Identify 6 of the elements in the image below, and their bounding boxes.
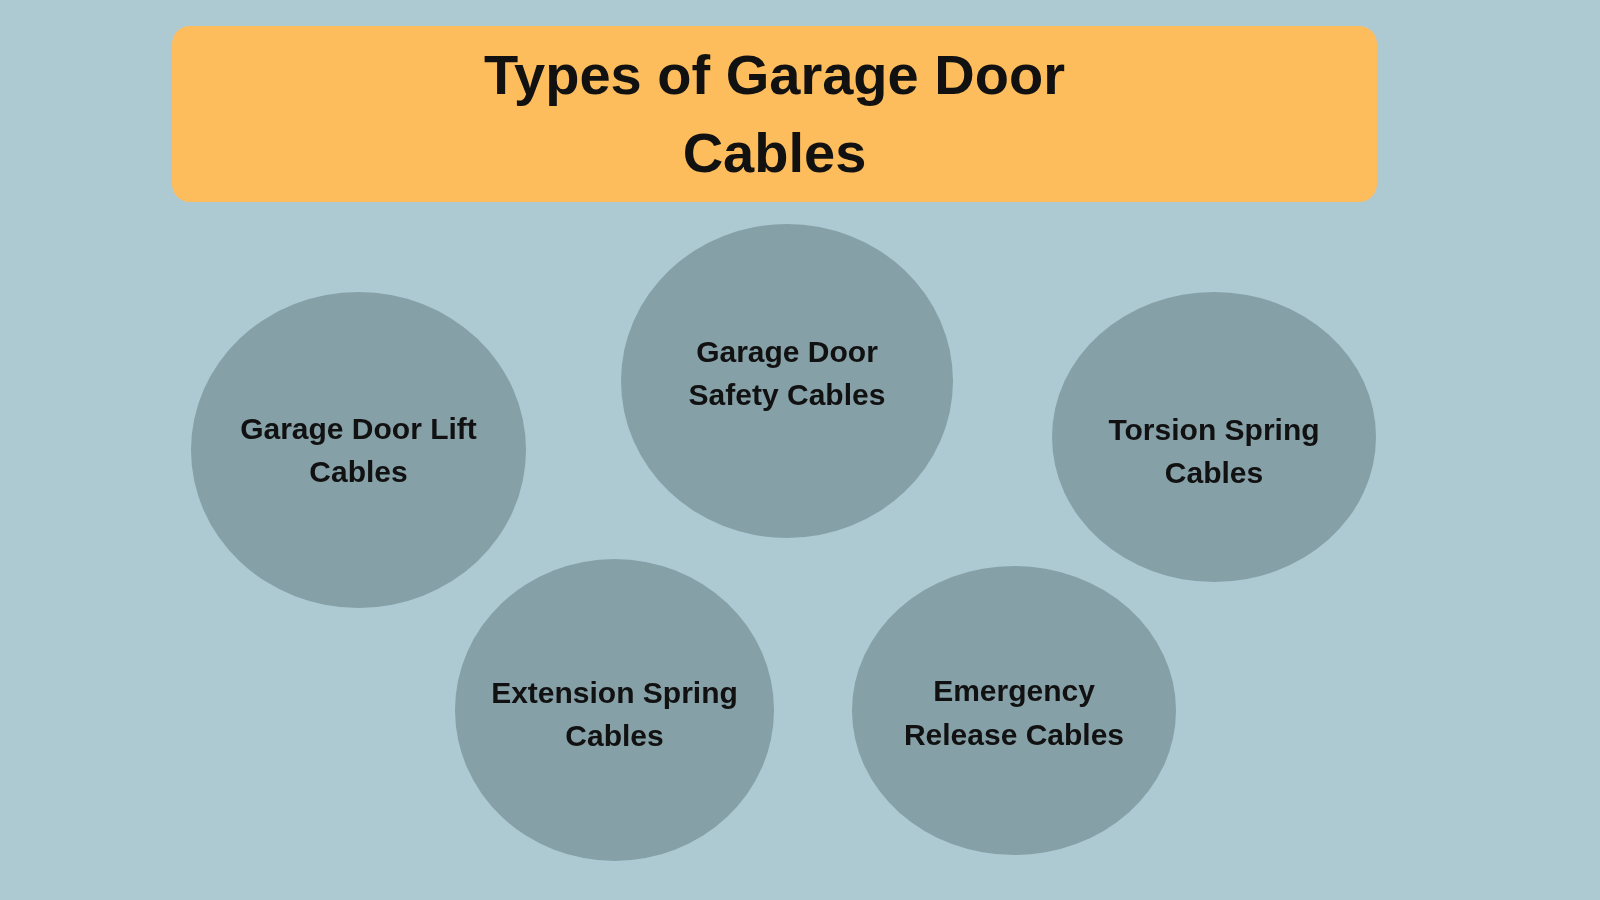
category-label: Extension Spring Cables (490, 674, 739, 754)
category-label: Emergency Release Cables (902, 673, 1126, 753)
category-label: Garage Door Lift Cables (239, 410, 478, 490)
category-label: Garage Door Safety Cables (687, 333, 887, 413)
category-label: Torsion Spring Cables (1107, 411, 1321, 491)
title-banner: Types of Garage Door Cables (172, 26, 1377, 202)
